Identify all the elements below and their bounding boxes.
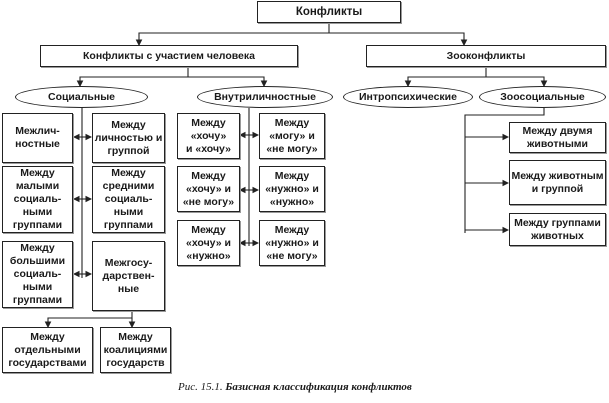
connector-zoo-intropsychic bbox=[404, 67, 487, 88]
zoo-two-animals: Между двумя животными bbox=[509, 122, 606, 153]
intra-want-cannot: Между «хочу» и «не могу» bbox=[177, 166, 240, 212]
zoo-animal-group: Между животным и группой bbox=[509, 160, 606, 205]
figure-caption: Рис. 15.1. Базисная классификация конфли… bbox=[178, 381, 412, 393]
branch-human: Конфликты с участием человека bbox=[40, 45, 298, 67]
intra-must-must: Между «нужно» и «нужно» bbox=[259, 166, 325, 212]
social-large-groups: Между большими социаль- ными группами bbox=[2, 241, 73, 308]
zoo-groups: Между группами животных bbox=[509, 213, 606, 246]
intra-must-cannot: Между «нужно» и «не могу» bbox=[259, 220, 325, 266]
intra-want-want: Между «хочу» и «хочу» bbox=[177, 113, 240, 159]
category-social: Социальные bbox=[15, 86, 148, 108]
category-intropsychic: Интропсихические bbox=[343, 86, 473, 108]
branch-zoo: Зооконфликты bbox=[366, 45, 606, 67]
connector-root-human bbox=[135, 22, 330, 47]
social-small-groups: Между малыми социаль- ными группами bbox=[2, 166, 73, 233]
root-node: Конфликты bbox=[257, 1, 401, 23]
category-intrapersonal: Внутриличностные bbox=[197, 86, 333, 108]
caption-prefix: Рис. 15.1. bbox=[178, 381, 223, 393]
intra-want-must: Между «хочу» и «нужно» bbox=[177, 220, 240, 266]
caption-title: Базисная классификация конфликтов bbox=[225, 381, 412, 393]
zoosocial-trunk bbox=[464, 108, 545, 233]
intra-can-cannot: Между «могу» и «не могу» bbox=[259, 113, 325, 159]
social-person-group: Между личностью и группой bbox=[92, 113, 165, 163]
category-zoosocial: Зоосоциальные bbox=[479, 86, 606, 108]
connector-root-zoo bbox=[329, 32, 468, 47]
social-medium-groups: Между средними социаль- ными группами bbox=[92, 166, 165, 233]
connector-zoo-zoosocial bbox=[486, 76, 548, 88]
interstate-coalitions: Между коалициями государств bbox=[100, 327, 171, 373]
interstate-individual: Между отдельными государствами bbox=[2, 327, 93, 373]
social-interpersonal: Межлич- ностные bbox=[2, 113, 73, 163]
connector-human-social bbox=[76, 67, 189, 88]
social-interstate: Межгосу- дарствен- ные bbox=[92, 241, 165, 311]
connector-human-intra bbox=[188, 76, 268, 88]
